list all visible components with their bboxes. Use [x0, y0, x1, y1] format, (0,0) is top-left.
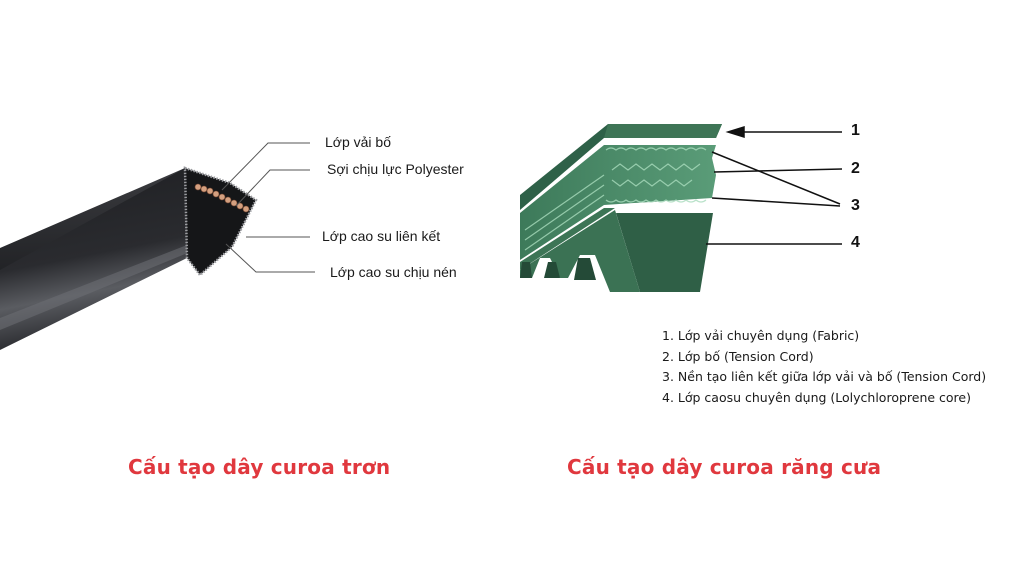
callout-2: 2 — [851, 160, 860, 177]
callout-3: 3 — [851, 197, 860, 214]
legend-item-4: 4. Lớp caosu chuyên dụng (Lolychloropren… — [662, 389, 971, 405]
label-bonding-rubber: Lớp cao su liên kết — [322, 228, 441, 244]
v-belt-illustration — [0, 142, 315, 350]
caption-ribbed-belt: Cấu tạo dây curoa răng cưa — [567, 455, 882, 479]
label-fabric-layer: Lớp vải bố — [325, 134, 392, 150]
label-compression-rubber: Lớp cao su chịu nén — [330, 264, 457, 280]
callout-1: 1 — [851, 122, 860, 139]
ribbed-belt-illustration — [520, 124, 843, 292]
legend-item-2: 2. Lớp bố (Tension Cord) — [662, 348, 814, 364]
ribbed-belt-legend: 1. Lớp vải chuyên dụng (Fabric) 2. Lớp b… — [662, 326, 986, 408]
legend-item-1: 1. Lớp vải chuyên dụng (Fabric) — [662, 328, 860, 343]
legend-item-3: 3. Nền tạo liên kết giữa lớp vải và bố (… — [662, 369, 987, 384]
caption-v-belt: Cấu tạo dây curoa trơn — [128, 455, 391, 479]
callout-4: 4 — [851, 234, 860, 251]
label-polyester-cord: Sợi chịu lực Polyester — [327, 161, 464, 177]
